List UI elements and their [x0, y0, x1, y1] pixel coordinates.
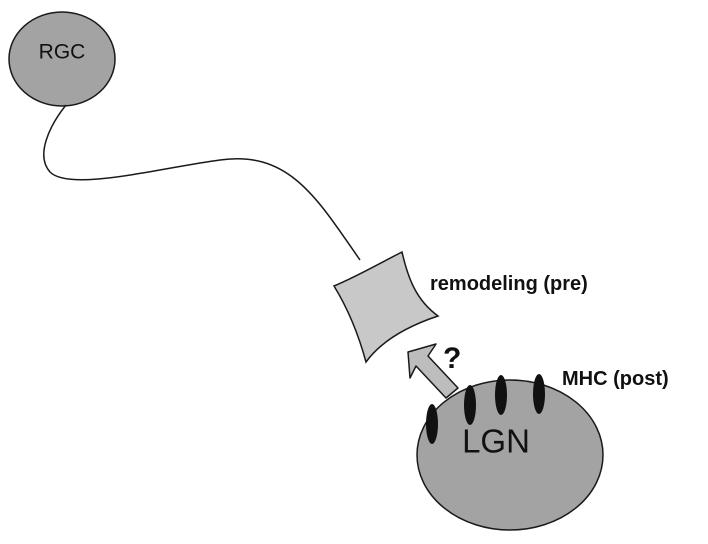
- lgn-cell-body: [416, 379, 604, 531]
- signal-arrow: [407, 343, 459, 399]
- lgn-label: LGN: [462, 423, 530, 460]
- rgc-cell: RGC: [8, 11, 116, 107]
- question-mark: ?: [443, 342, 461, 375]
- rgc-axon: [43, 104, 361, 261]
- presynaptic-terminal: [332, 250, 440, 364]
- remodeling-label: remodeling (pre): [430, 273, 588, 295]
- mhc-label: MHC (post): [562, 368, 669, 390]
- rgc-label: RGC: [39, 41, 86, 64]
- mhc-molecule: [533, 374, 545, 414]
- mhc-molecules: [426, 374, 545, 444]
- rgc-cell-body: [8, 11, 116, 107]
- lgn-cell: LGN: [416, 379, 604, 531]
- mhc-molecule: [495, 375, 507, 415]
- mhc-molecule: [464, 385, 476, 425]
- mhc-molecule: [426, 404, 438, 444]
